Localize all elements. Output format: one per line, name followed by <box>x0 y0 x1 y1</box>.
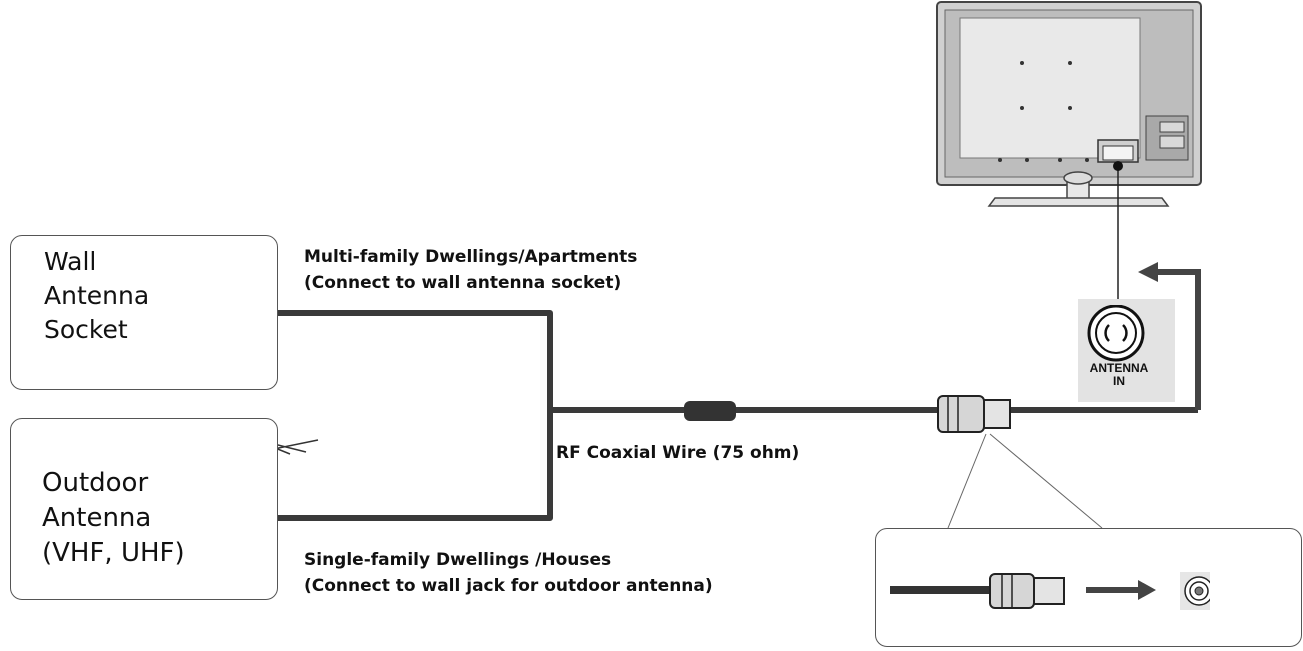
single-family-caption: Single-family Dwellings /Houses (Connect… <box>304 547 713 599</box>
inset-connection-illustration <box>890 572 1210 610</box>
multi-family-caption-line-2: (Connect to wall antenna socket) <box>304 273 622 293</box>
antenna-in-label-line-2: IN <box>1113 374 1125 388</box>
single-family-caption-line-1: Single-family Dwellings /Houses <box>304 550 612 570</box>
outdoor-label-line-1: Outdoor <box>42 468 149 498</box>
wall-label-line-3: Socket <box>44 315 128 344</box>
tv-rear-view <box>936 1 1202 207</box>
wall-label-line-1: Wall <box>44 247 97 276</box>
wall-socket-label: Wall Antenna Socket <box>44 245 149 347</box>
f-connector <box>937 395 1011 433</box>
outdoor-label-line-3: (VHF, UHF) <box>42 538 185 568</box>
multi-family-caption: Multi-family Dwellings/Apartments (Conne… <box>304 244 637 296</box>
callout-line-left <box>947 433 987 529</box>
antenna-in-label: ANTENNA IN <box>1078 362 1160 388</box>
outdoor-antenna-box <box>10 418 278 600</box>
outdoor-antenna-label: Outdoor Antenna (VHF, UHF) <box>42 466 185 571</box>
rf-wire-caption: RF Coaxial Wire (75 ohm) <box>556 443 800 463</box>
single-family-caption-line-2: (Connect to wall jack for outdoor antenn… <box>304 576 713 596</box>
callout-line-right <box>989 433 1103 529</box>
antenna-in-label-line-1: ANTENNA <box>1089 361 1149 375</box>
ferrite-core <box>684 401 736 421</box>
wall-label-line-2: Antenna <box>44 281 150 310</box>
antenna-in-arrow-line <box>1150 269 1201 410</box>
multi-family-caption-line-1: Multi-family Dwellings/Apartments <box>304 247 638 267</box>
tv-port-marker <box>1113 161 1123 171</box>
outdoor-label-line-2: Antenna <box>42 503 152 533</box>
wall-socket-box <box>10 235 278 390</box>
antenna-in-arrow-head <box>1138 262 1158 282</box>
antenna-in-port <box>1087 305 1145 362</box>
